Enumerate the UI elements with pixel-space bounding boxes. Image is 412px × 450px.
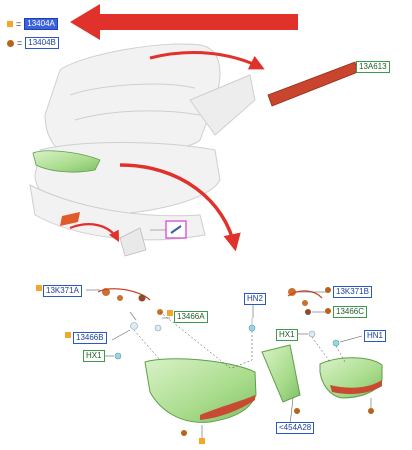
marker-dot-right (325, 287, 331, 293)
label-left-hx[interactable]: HX1 (83, 350, 105, 362)
label-right-bulb-holder[interactable]: 13466C (333, 306, 368, 318)
vehicle-rear-body (29, 43, 256, 241)
marker-dot-right-2 (325, 308, 331, 314)
yellow-square-icon (7, 21, 13, 27)
legend-row-2: = 13404B (7, 37, 59, 49)
arrow-to-high-mount-lamp (149, 51, 265, 70)
arrow-to-bracket (69, 223, 120, 242)
marker-dot-seal (294, 408, 300, 414)
tail-lamp-left (144, 358, 257, 423)
arrow-to-tail-lamp-assembly (119, 163, 241, 252)
label-right-hn[interactable]: HN1 (364, 330, 387, 342)
legend-code-13404b[interactable]: 13404B (25, 37, 59, 49)
marker-square-left (36, 285, 42, 291)
legend-eq-1: = (16, 19, 22, 29)
label-right-hx[interactable]: HX1 (276, 329, 298, 341)
marker-dot-bottom-left (181, 430, 187, 436)
red-pointer-arrow (70, 4, 298, 40)
marker-dot-bottom (368, 408, 374, 414)
label-center-hn[interactable]: HN2 (244, 293, 267, 305)
high-mount-stop-lamp (267, 61, 359, 107)
right-socket-group (287, 288, 340, 347)
bracket-part (119, 227, 147, 257)
marker-square-center (167, 310, 173, 316)
rear-reflector (60, 212, 80, 226)
leader-lines (133, 311, 346, 369)
brown-dot-icon (7, 39, 14, 47)
legend-row-1: = 13404A (7, 18, 58, 30)
marker-square-bottom (199, 438, 205, 444)
label-seal[interactable]: <454A28 (276, 422, 315, 434)
lamp-seal (261, 344, 301, 403)
callout-lines (86, 65, 372, 440)
label-high-mount-lamp[interactable]: 13A613 (356, 61, 390, 73)
marker-square-left-lower (65, 332, 71, 338)
vehicle-tail-lamp-left (32, 150, 101, 173)
left-socket-group (97, 288, 163, 360)
legend-eq-2: = (17, 38, 23, 48)
label-left-socket-lower[interactable]: 13466B (73, 332, 107, 344)
label-left-bulb-holder[interactable]: 13466A (174, 311, 208, 323)
center-bulb (248, 324, 256, 332)
label-left-socket-upper[interactable]: 13K371A (43, 285, 82, 297)
label-right-socket-upper[interactable]: 13K371B (333, 286, 372, 298)
legend-code-13404a[interactable]: 13404A (24, 18, 58, 30)
screw-icon (170, 225, 182, 234)
